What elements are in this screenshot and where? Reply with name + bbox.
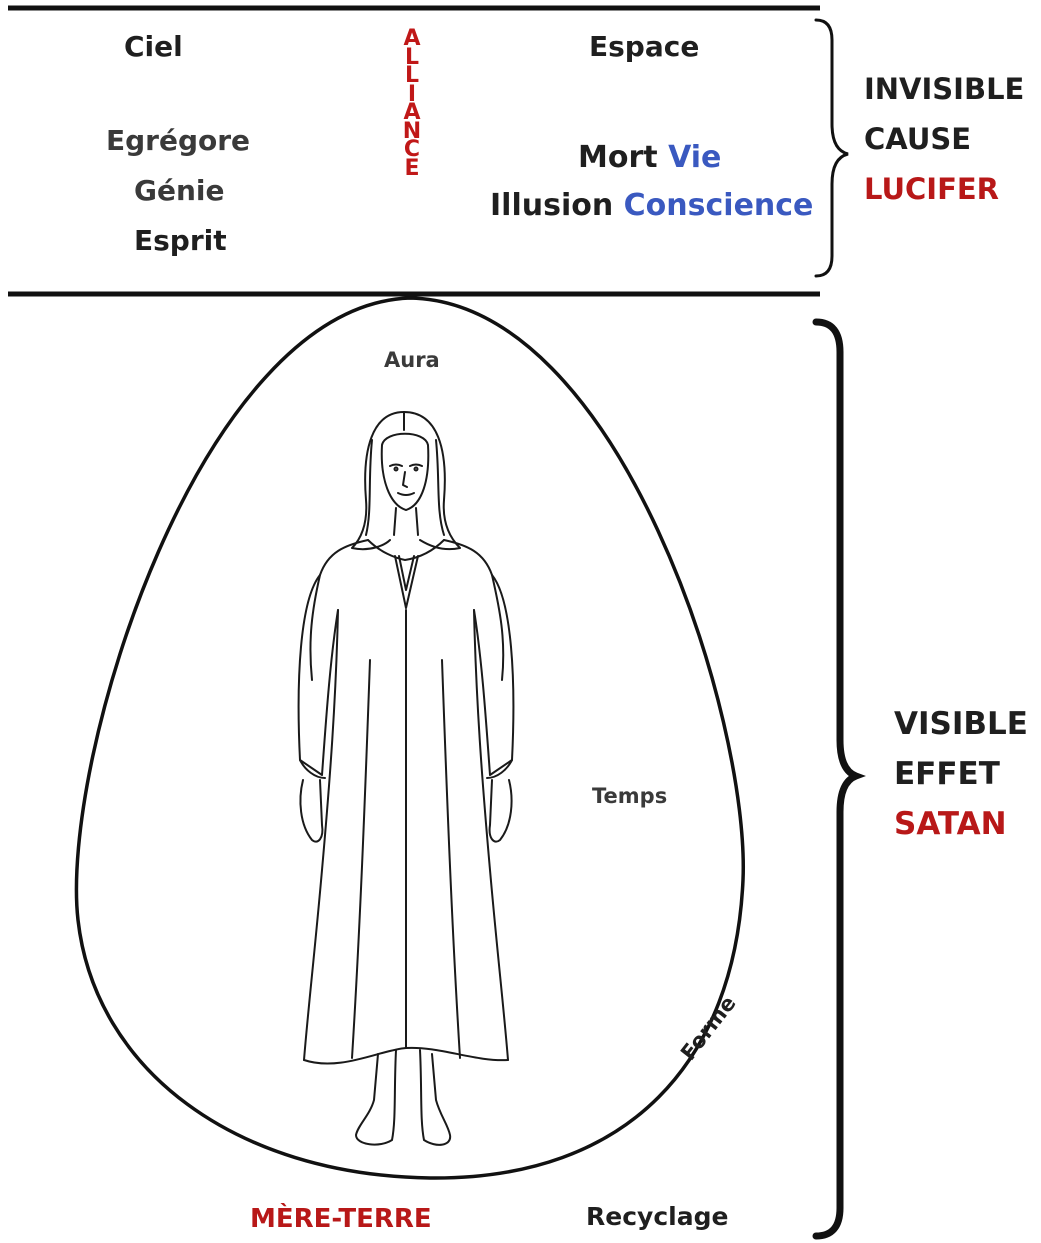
woman-figure-illustration (299, 412, 514, 1145)
label-vie: Vie (668, 140, 721, 175)
side-label-invisible: INVISIBLE (864, 72, 1024, 106)
label-genie: Génie (134, 174, 225, 207)
label-illusion-conscience-line: Illusion Conscience (490, 188, 813, 223)
label-egregore: Egrégore (106, 124, 250, 157)
label-conscience: Conscience (624, 188, 814, 223)
hair-right (404, 412, 460, 549)
side-label-satan: SATAN (894, 806, 1007, 842)
side-label-effet: EFFET (894, 756, 1000, 792)
lower-brace (816, 322, 856, 1236)
label-esprit: Esprit (134, 224, 227, 257)
left-leg (356, 1050, 396, 1145)
upper-brace (816, 20, 848, 276)
label-mort-vie-line: Mort Vie (578, 140, 721, 175)
label-mere-terre: MÈRE-TERRE (250, 1204, 432, 1234)
side-label-lucifer: LUCIFER (864, 172, 999, 206)
hair (352, 412, 404, 549)
label-temps: Temps (592, 784, 667, 808)
side-label-cause: CAUSE (864, 122, 971, 156)
dress-outline (310, 540, 368, 680)
left-hand (300, 780, 322, 842)
alliance-letter: E (397, 160, 427, 179)
label-ciel: Ciel (124, 30, 183, 63)
label-aura: Aura (384, 348, 440, 372)
right-hand (490, 780, 512, 842)
label-illusion: Illusion (490, 188, 613, 223)
label-recyclage: Recyclage (586, 1202, 728, 1231)
label-espace: Espace (589, 30, 699, 63)
collar (368, 540, 444, 560)
aura-egg-outline (76, 298, 743, 1178)
label-mort: Mort (578, 140, 658, 175)
right-leg (420, 1050, 450, 1145)
side-label-visible: VISIBLE (894, 706, 1028, 742)
